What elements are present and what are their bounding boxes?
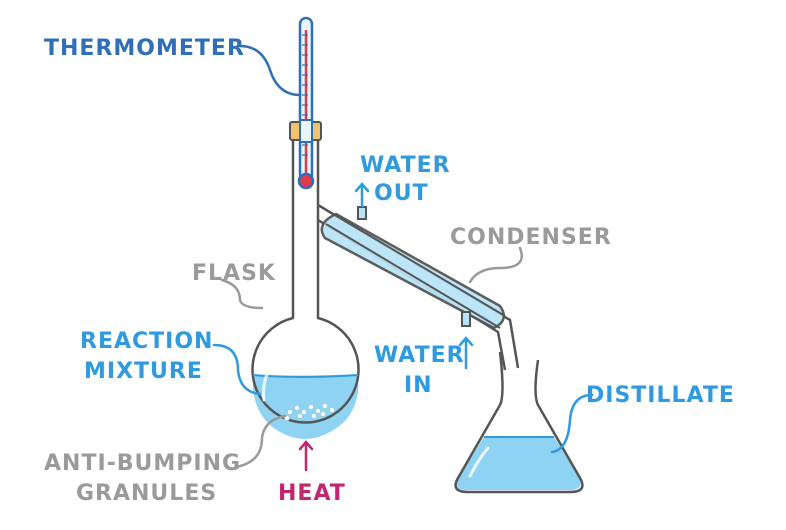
condenser-label: CONDENSER (450, 225, 612, 250)
anti-bumping-granules (284, 403, 335, 421)
water-out-arrow (354, 182, 370, 208)
water-inlet (461, 311, 471, 327)
reaction-leader (212, 343, 262, 396)
condenser (320, 206, 506, 330)
thermometer-bulb (297, 172, 315, 190)
heat-arrow (298, 440, 314, 472)
reaction-mixture-label-line2: MIXTURE (84, 359, 203, 384)
flask-outline (251, 140, 360, 424)
condenser-leader (468, 246, 523, 284)
leader-lines (212, 44, 594, 472)
anti-bumping-leader (234, 414, 287, 469)
thermometer-label: THERMOMETER (44, 36, 245, 61)
thermometer (297, 16, 315, 190)
distillate-label: DISTILLATE (586, 383, 735, 408)
condenser-jacket (320, 212, 506, 330)
heat-label: HEAT (278, 481, 346, 506)
anti-bumping-label-line2: GRANULES (76, 481, 217, 506)
water-in-arrow (458, 336, 474, 370)
water-in-label-line2: IN (404, 373, 433, 398)
reaction-mixture-liquid (252, 374, 359, 439)
anti-bumping-label-line1: ANTI-BUMPING (44, 451, 241, 476)
water-out-label-line2: OUT (374, 181, 429, 206)
thermometer-leader (238, 44, 302, 97)
conical-flask-outline (454, 351, 584, 494)
flask-label: FLASK (192, 261, 276, 286)
water-in-label-line1: WATER (374, 343, 465, 368)
reaction-mixture-label-line1: REACTION (80, 329, 213, 354)
round-bottom-flask (251, 140, 360, 439)
flask-leader (220, 278, 264, 310)
water-outlet (357, 206, 367, 220)
distillate-leader (550, 393, 594, 454)
water-out-label-line1: WATER (360, 153, 451, 178)
conical-flask (454, 351, 584, 494)
